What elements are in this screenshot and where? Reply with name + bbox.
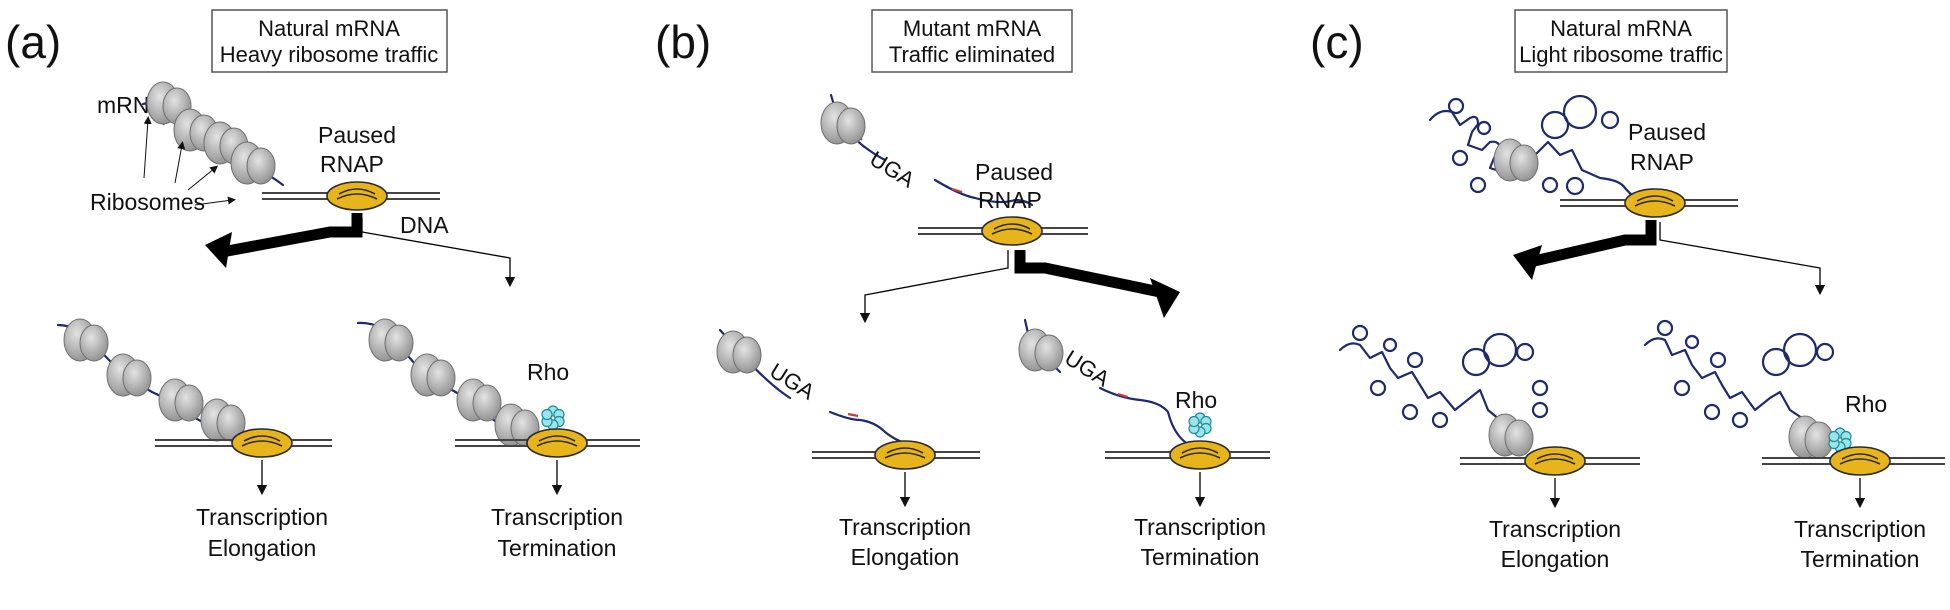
stop-codon-label: UGA [1060, 345, 1114, 392]
pointer-arrow [194, 196, 236, 206]
major-pathway-arrowhead [1150, 278, 1180, 318]
ribosome [1788, 415, 1834, 459]
major-pathway-arrow [1528, 220, 1657, 268]
structured-mrna [1643, 319, 1835, 434]
rnap-label: RNAP [1630, 149, 1694, 175]
rho-label: Rho [1845, 391, 1887, 417]
outcome-line2: Termination [498, 535, 617, 561]
codon-mark [951, 187, 963, 194]
outcome-line1: Transcription [491, 504, 623, 530]
major-pathway-arrowhead [1513, 245, 1542, 280]
minor-pathway-arrow [361, 218, 516, 288]
minor-pathway-arrow [859, 250, 1009, 324]
panel-c: (c) Natural mRNA Light ribosome traffic … [1310, 9, 1945, 572]
paused-label: Paused [1628, 119, 1706, 145]
minor-pathway-arrow [1659, 222, 1826, 296]
outcome-line1: Transcription [1489, 516, 1621, 542]
pointer-arrow [187, 165, 219, 191]
rnap [874, 440, 936, 470]
codon-mark [847, 412, 859, 418]
codon-mark [1117, 392, 1129, 399]
outcome-line1: Transcription [1134, 514, 1266, 540]
ribosome [820, 101, 866, 145]
ribosome [63, 318, 109, 362]
outcome-line1: Transcription [1794, 516, 1926, 542]
outcome-line2: Elongation [208, 535, 317, 561]
condition-subtitle: Heavy ribosome traffic [220, 42, 438, 67]
ribosome [1493, 138, 1539, 182]
rnap [526, 428, 588, 458]
paused-label: Paused [975, 159, 1053, 185]
outcome-line2: Elongation [851, 544, 960, 570]
rnap [1624, 188, 1686, 218]
panel-letter: (a) [5, 16, 61, 68]
rho-icon [541, 405, 565, 431]
major-pathway-arrowhead [205, 232, 232, 268]
condition-box [1514, 9, 1728, 73]
condition-title: Natural mRNA [258, 16, 400, 41]
panel-letter: (b) [655, 16, 711, 68]
stop-codon-label: UGA [865, 146, 919, 193]
rho-label: Rho [527, 359, 569, 385]
outcome-line1: Transcription [196, 504, 328, 530]
rnap [981, 216, 1043, 246]
ribosome [230, 141, 276, 185]
ribosomes-label: Ribosomes [90, 189, 205, 215]
rnap [231, 428, 293, 458]
condition-subtitle: Traffic eliminated [889, 42, 1055, 67]
rnap [1169, 440, 1231, 470]
condition-box [211, 9, 448, 73]
rho-label: Rho [1175, 387, 1217, 413]
ribosome [158, 378, 204, 422]
major-pathway-arrow [220, 213, 363, 258]
pointer-arrow [174, 141, 186, 184]
panel-a: (a) Natural mRNA Heavy ribosome traffic … [5, 9, 640, 561]
dna-label: DNA [400, 212, 449, 238]
rnap [326, 181, 388, 211]
stop-codon-label: UGA [765, 358, 819, 405]
outcome-line2: Termination [1801, 546, 1920, 572]
major-pathway-arrow [1014, 250, 1162, 298]
rnap-label: RNAP [320, 151, 384, 177]
ribosome [368, 318, 414, 362]
rnap [1524, 446, 1586, 476]
rnap-label: RNAP [978, 187, 1042, 213]
condition-box [871, 9, 1073, 73]
outcome-line2: Termination [1141, 544, 1260, 570]
rnap [1829, 446, 1891, 476]
rho-icon [1188, 412, 1212, 438]
ribosome [716, 330, 762, 374]
ribosome [1488, 413, 1534, 457]
outcome-line2: Elongation [1501, 546, 1610, 572]
condition-title: Natural mRNA [1550, 16, 1692, 41]
structured-mrna [1338, 324, 1549, 432]
condition-subtitle: Light ribosome traffic [1519, 42, 1723, 67]
structured-mrna [1428, 94, 1652, 207]
ribosome [410, 353, 456, 397]
paused-label: Paused [318, 122, 396, 148]
condition-title: Mutant mRNA [903, 16, 1041, 41]
ribosome [456, 378, 502, 422]
ribosome [106, 353, 152, 397]
pointer-arrow [143, 116, 152, 179]
panel-letter: (c) [1310, 16, 1364, 68]
ribosome [1018, 328, 1064, 372]
panel-b: (b) Mutant mRNA Traffic eliminated UGA P… [655, 9, 1270, 570]
outcome-line1: Transcription [839, 514, 971, 540]
